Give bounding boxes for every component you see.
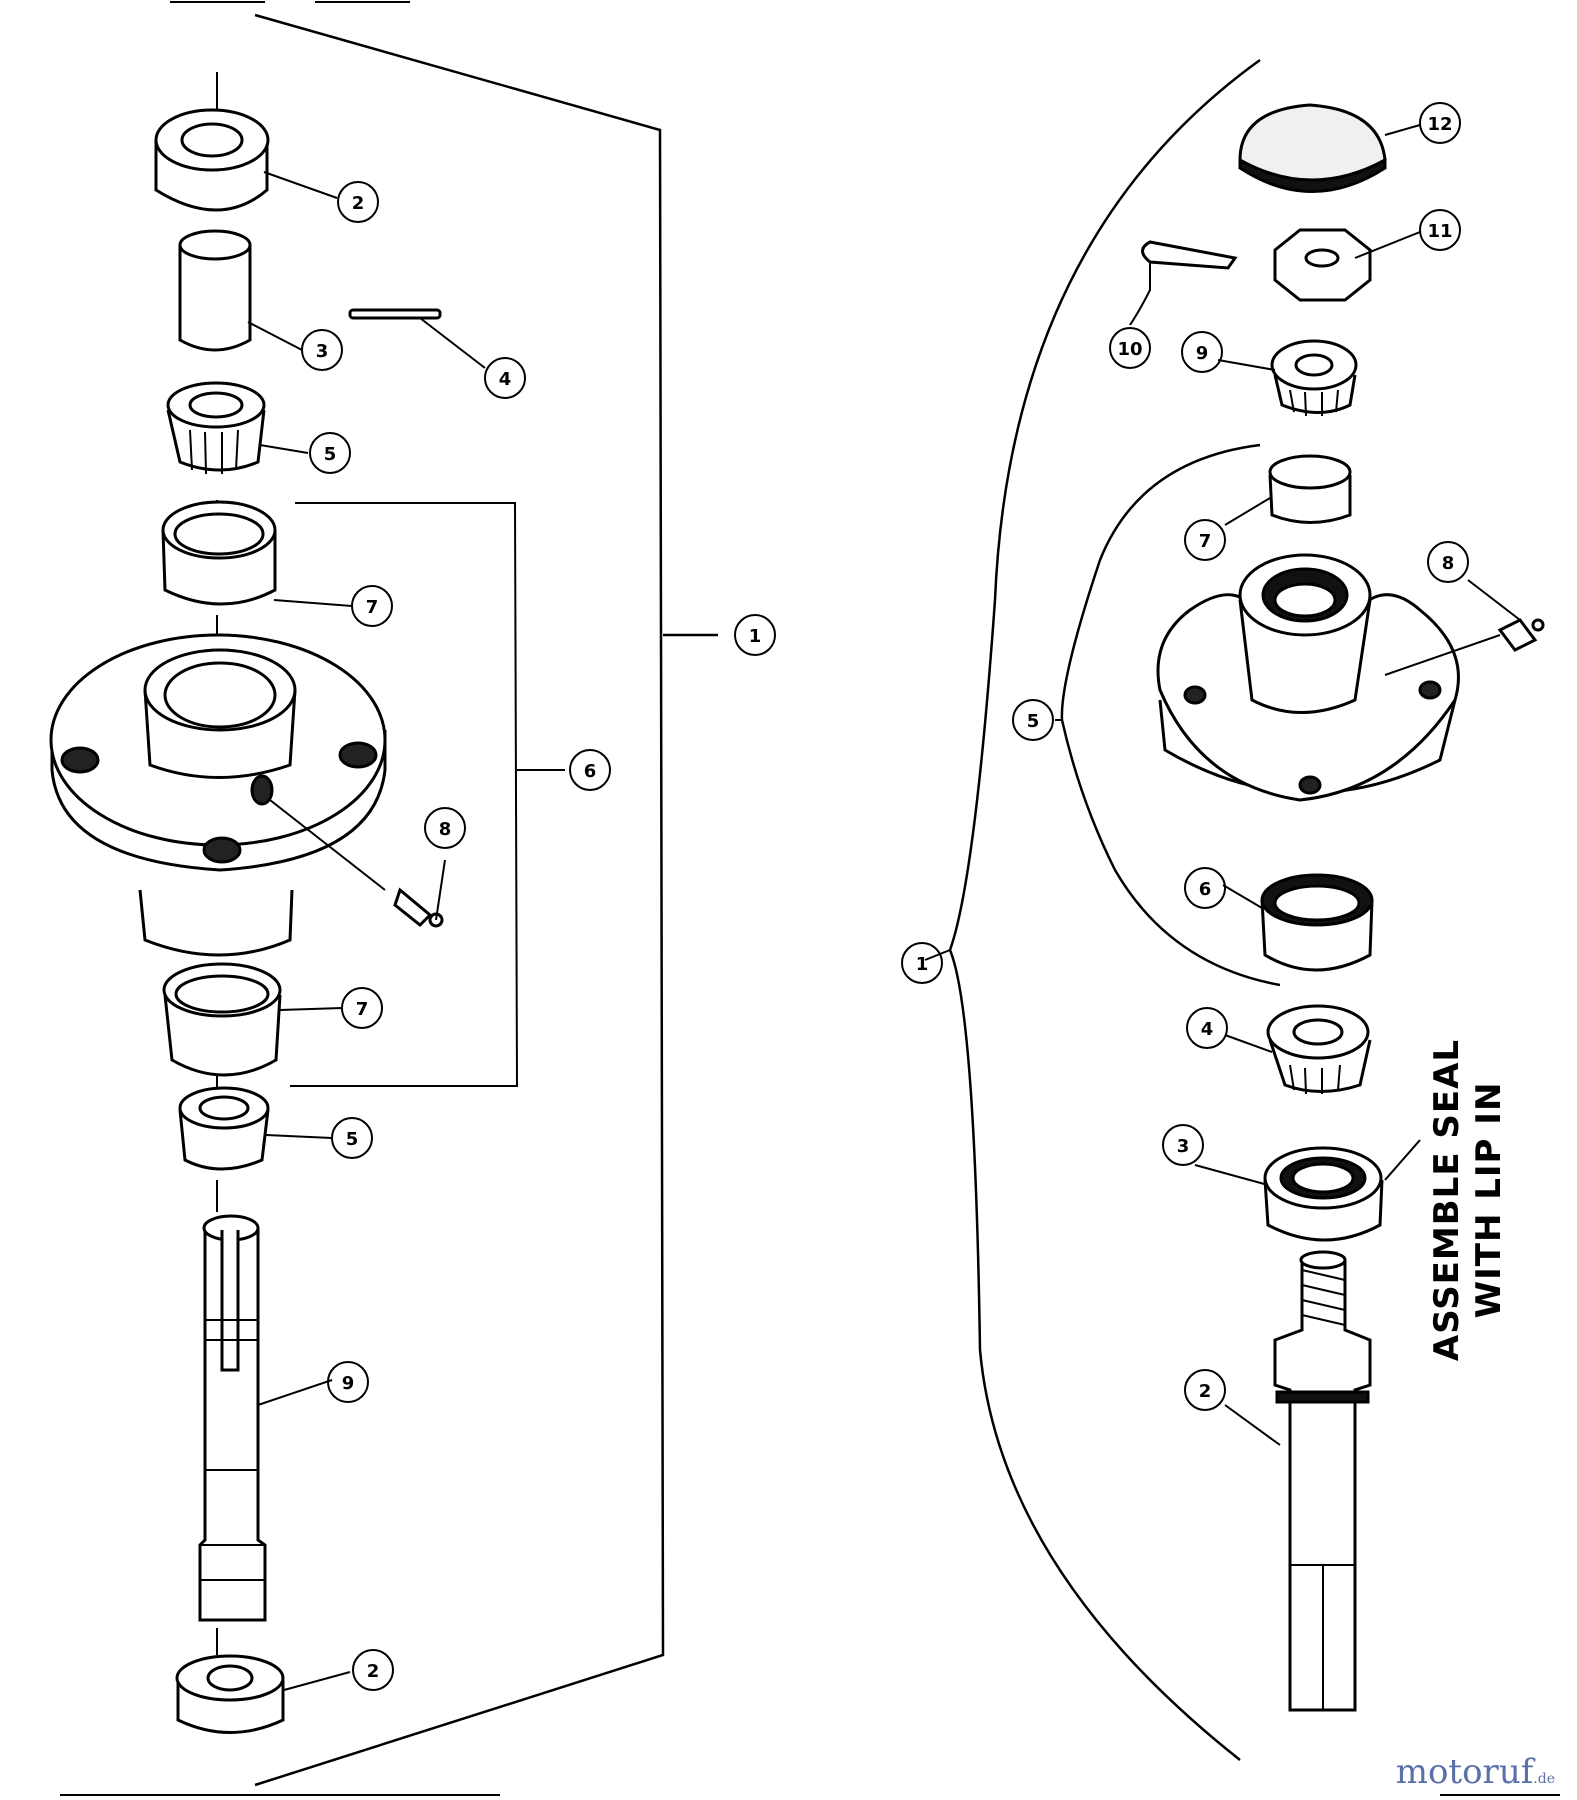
grease-fitting-right xyxy=(1497,618,1545,652)
assembly-note: ASSEMBLE SEAL WITH LIP IN xyxy=(1427,1039,1509,1361)
cone-bearing-bottom xyxy=(178,1086,270,1171)
callout-L-4: 4 xyxy=(484,357,526,399)
callout-L-3: 3 xyxy=(301,329,343,371)
svg-text:5: 5 xyxy=(1027,711,1040,732)
callout-R-10: 10 xyxy=(1109,327,1151,369)
callout-L-7a: 7 xyxy=(351,585,393,627)
callout-L-5b: 5 xyxy=(331,1117,373,1159)
svg-text:6: 6 xyxy=(584,761,597,782)
bearing-bottom xyxy=(175,1654,285,1734)
callout-R-8: 8 xyxy=(1427,541,1469,583)
svg-text:4: 4 xyxy=(1201,1019,1214,1040)
castle-nut xyxy=(1273,228,1372,302)
svg-text:10: 10 xyxy=(1117,339,1142,360)
svg-text:2: 2 xyxy=(1199,1381,1212,1402)
seal-right xyxy=(1260,873,1374,972)
svg-text:2: 2 xyxy=(352,193,365,214)
svg-text:7: 7 xyxy=(366,597,379,618)
svg-text:7: 7 xyxy=(356,999,369,1020)
watermark-main: motoruf xyxy=(1395,1752,1534,1792)
svg-text:5: 5 xyxy=(346,1129,359,1150)
grease-fitting-left xyxy=(393,887,444,928)
callout-L-2b: 2 xyxy=(352,1649,394,1691)
svg-text:4: 4 xyxy=(499,369,512,390)
callout-R-5: 5 xyxy=(1012,699,1054,741)
svg-text:WITH LIP IN: WITH LIP IN xyxy=(1469,1082,1509,1319)
right-assembly xyxy=(924,58,1545,1761)
callout-L-5a: 5 xyxy=(309,432,351,474)
svg-text:8: 8 xyxy=(439,819,452,840)
cotter-pin xyxy=(1141,240,1238,270)
svg-text:2: 2 xyxy=(367,1661,380,1682)
callout-R-9: 9 xyxy=(1181,331,1223,373)
cone-bearing-right-lower xyxy=(1266,1004,1372,1095)
svg-text:11: 11 xyxy=(1427,221,1452,242)
watermark: motoruf.de xyxy=(1396,1752,1555,1792)
svg-text:1: 1 xyxy=(916,954,929,975)
callout-L-1: 1 xyxy=(734,614,776,656)
callout-L-2a: 2 xyxy=(337,181,379,223)
callouts: 2 3 4 5 7 1 6 8 7 5 9 2 12 11 10 9 7 8 5… xyxy=(301,102,1469,1691)
callout-R-3: 3 xyxy=(1162,1124,1204,1166)
bearing-top xyxy=(154,108,270,212)
hub-flange xyxy=(49,633,387,957)
cone-bearing-top xyxy=(166,381,266,475)
callout-R-11: 11 xyxy=(1419,209,1461,251)
callout-L-6: 6 xyxy=(569,749,611,791)
callout-R-1: 1 xyxy=(901,942,943,984)
seal-bearing-right xyxy=(1263,1146,1384,1242)
callout-L-8: 8 xyxy=(424,807,466,849)
spacer-tube xyxy=(178,229,252,352)
callout-R-6: 6 xyxy=(1184,867,1226,909)
svg-text:12: 12 xyxy=(1427,114,1452,135)
left-assembly xyxy=(49,13,718,1787)
bearing-cup-right xyxy=(1268,454,1352,524)
svg-text:3: 3 xyxy=(316,341,329,362)
svg-text:9: 9 xyxy=(1196,343,1209,364)
svg-text:6: 6 xyxy=(1199,879,1212,900)
svg-text:5: 5 xyxy=(324,444,337,465)
svg-text:3: 3 xyxy=(1177,1136,1190,1157)
svg-text:8: 8 xyxy=(1442,553,1455,574)
callout-R-2: 2 xyxy=(1184,1369,1226,1411)
bearing-cup-bottom xyxy=(162,962,282,1077)
callout-L-9: 9 xyxy=(327,1361,369,1403)
svg-text:7: 7 xyxy=(1199,531,1212,552)
cone-bearing-right xyxy=(1270,339,1358,417)
hub-right xyxy=(1156,553,1460,802)
callout-R-12: 12 xyxy=(1419,102,1461,144)
svg-text:9: 9 xyxy=(342,1373,355,1394)
svg-text:ASSEMBLE SEAL: ASSEMBLE SEAL xyxy=(1427,1039,1467,1361)
callout-L-7b: 7 xyxy=(341,987,383,1029)
svg-text:1: 1 xyxy=(749,626,762,647)
watermark-tld: .de xyxy=(1533,1771,1555,1787)
bearing-cup-top xyxy=(161,500,277,606)
spindle-shaft-right xyxy=(1273,1250,1372,1712)
spindle-shaft xyxy=(198,1214,267,1622)
callout-R-7: 7 xyxy=(1184,519,1226,561)
callout-R-4: 4 xyxy=(1186,1007,1228,1049)
pin xyxy=(348,308,442,320)
dust-cap xyxy=(1238,103,1387,193)
